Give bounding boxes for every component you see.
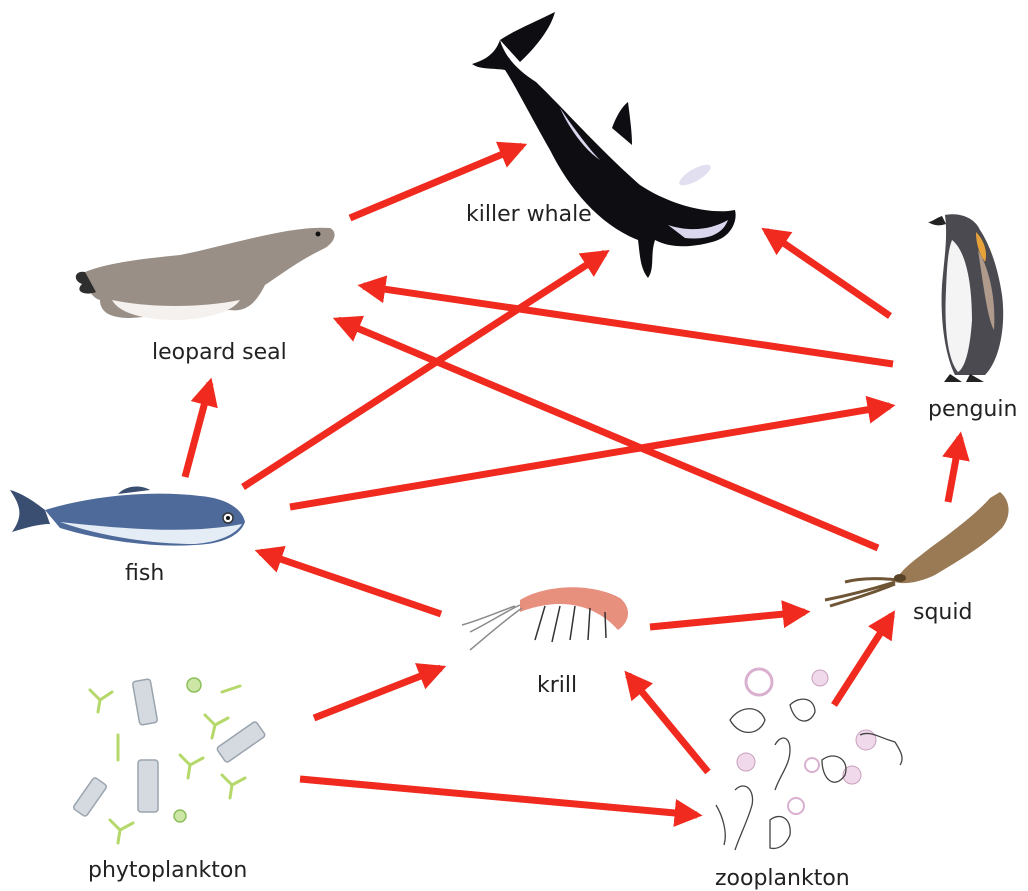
arrow-zooplankton-to-squid (834, 615, 892, 705)
killer-whale-label: killer whale (466, 202, 592, 227)
killer-whale-illustration (472, 12, 736, 278)
arrow-squid-to-penguin (948, 437, 960, 502)
arrow-krill-to-fish (260, 552, 441, 614)
penguin-illustration (928, 214, 1003, 382)
squid-illustration (825, 492, 1009, 606)
arrow-krill-to-squid (650, 612, 805, 627)
fish-illustration (10, 487, 245, 546)
penguin-label: penguin (928, 397, 1017, 422)
squid-label: squid (913, 600, 972, 625)
leopard-seal-label: leopard seal (152, 340, 287, 365)
arrow-squid-to-leopard-seal (338, 320, 878, 548)
phytoplankton-illustration (73, 678, 266, 843)
fish-label: fish (125, 561, 164, 586)
zooplankton-illustration (716, 669, 902, 850)
phytoplankton-label: phytoplankton (88, 858, 247, 883)
arrow-phytoplankton-to-zooplankton (300, 779, 697, 815)
krill-label: krill (537, 673, 577, 698)
krill-illustration (462, 587, 628, 650)
arrow-fish-to-penguin (290, 406, 890, 507)
arrow-penguin-to-killer-whale (766, 231, 890, 316)
leopard-seal-illustration (76, 228, 335, 320)
arrow-penguin-to-leopard-seal (363, 286, 893, 364)
arrow-fish-to-leopard-seal (185, 383, 210, 477)
arrow-fish-to-killer-whale (243, 253, 605, 487)
arrow-zooplankton-to-krill (628, 675, 708, 772)
zooplankton-label: zooplankton (715, 866, 850, 891)
arrow-phytoplankton-to-krill (314, 668, 441, 718)
